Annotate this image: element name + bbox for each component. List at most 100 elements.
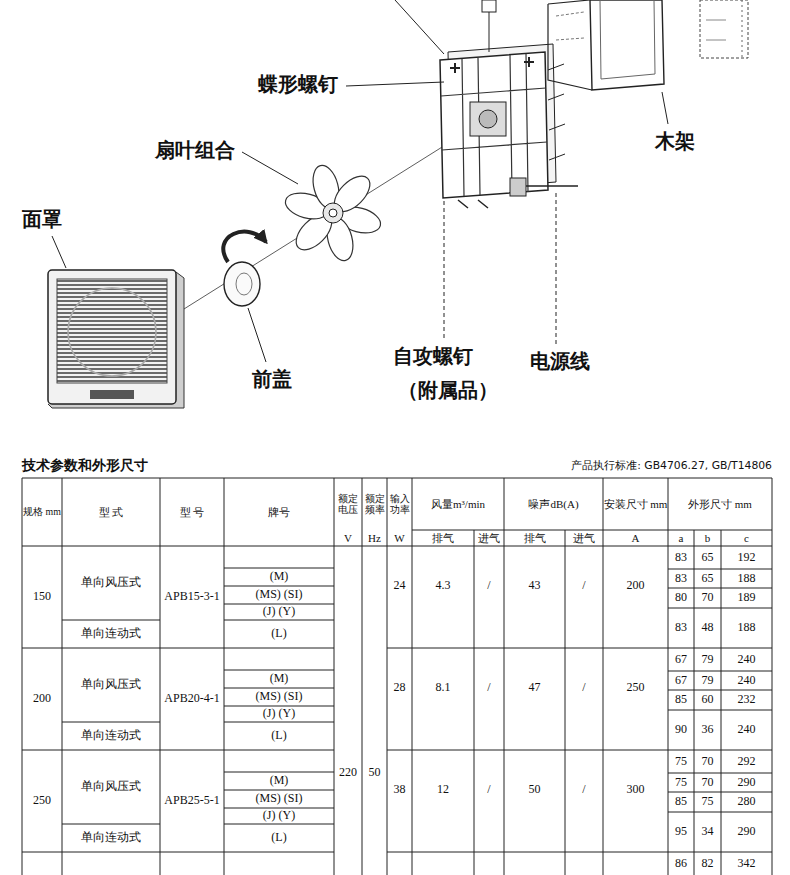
wooden-frame: [548, 0, 664, 90]
table-cell: 83: [668, 608, 694, 648]
label-text: Hz: [368, 532, 381, 545]
label-text: 240: [738, 723, 756, 737]
label-text: APB25-5-1: [164, 794, 219, 808]
label-text: 单向连动式: [81, 729, 141, 743]
label-text: /: [487, 579, 490, 593]
label-text: (M): [270, 570, 289, 584]
label-text: 67: [675, 674, 687, 688]
part-label: 蝶形螺钉: [258, 71, 338, 97]
wooden-frame: [590, 0, 664, 90]
leader-line: [242, 152, 298, 184]
label-text: 自攻螺钉: [393, 344, 473, 368]
table-cell: 单向连动式: [62, 722, 160, 750]
label-text: 70: [702, 776, 714, 790]
label-text: 83: [675, 572, 687, 586]
fan-blade: [328, 170, 376, 218]
table-cell: 290: [721, 773, 772, 792]
table-cell: 38: [387, 750, 412, 830]
table-cell: 43: [504, 546, 565, 626]
table-cell: (M): [224, 772, 334, 790]
table-cell: 188: [721, 608, 772, 648]
label-text: 12: [437, 783, 449, 797]
label-text: 240: [738, 674, 756, 688]
leader-line: [52, 0, 668, 362]
label-text: 输入功率: [387, 493, 412, 516]
label-text: (J) (Y): [263, 605, 295, 619]
table-cell: (J) (Y): [224, 808, 334, 824]
table-cell: 47: [504, 648, 565, 728]
table-cell: APB25-5-1: [160, 750, 224, 852]
wall-panel: [700, 0, 748, 58]
grille: [48, 270, 184, 408]
motor-frame: [458, 200, 488, 208]
header-cell: 噪声dB(A): [504, 478, 603, 530]
table-cell: 240: [721, 710, 772, 750]
table-cell: /: [474, 648, 504, 728]
table-cell: 79: [694, 671, 721, 690]
label-text: APB15-3-1: [164, 590, 219, 604]
table-cell: /: [565, 648, 603, 728]
leader-line: [444, 200, 445, 338]
label-text: 290: [738, 776, 756, 790]
label-text: /: [582, 783, 585, 797]
table-cell: 24: [387, 546, 412, 626]
label-text: 电源线: [530, 349, 590, 373]
label-text: 79: [702, 653, 714, 667]
wall-panel: [742, 0, 743, 58]
label-text: /: [487, 681, 490, 695]
title-text: 技术参数和外形尺寸: [22, 457, 148, 473]
leader-line: [556, 190, 557, 344]
label-text: 83: [675, 551, 687, 565]
motor-frame: [450, 57, 534, 73]
table-cell: 85: [668, 792, 694, 812]
table-cell: 单向风压式: [62, 546, 160, 620]
label-text: 300: [627, 783, 645, 797]
header-cell: Hz: [362, 530, 387, 546]
table-cell: (MS) (SI): [224, 688, 334, 706]
label-text: 额定电压: [334, 493, 362, 516]
table-grid: [22, 478, 772, 875]
table-cell: (L): [224, 824, 334, 852]
label-text: 牌号: [268, 506, 290, 519]
table-cell: 60: [694, 690, 721, 710]
table-cell: 200: [603, 546, 668, 626]
label-text: 200: [33, 692, 51, 706]
label-text: 47: [529, 681, 541, 695]
label-text: 150: [33, 590, 51, 604]
label-text: 4.3: [436, 579, 451, 593]
label-text: 24: [394, 579, 406, 593]
table-cell: 75: [668, 773, 694, 792]
label-text: 85: [675, 693, 687, 707]
label-text: c: [744, 532, 749, 545]
front-cover: [224, 262, 260, 306]
part-label: 面罩: [22, 206, 62, 232]
motor-frame: [441, 54, 547, 196]
table-cell: 48: [694, 608, 721, 648]
label-text: V: [344, 532, 352, 545]
table-cell: 189: [721, 588, 772, 608]
label-text: 250: [33, 794, 51, 808]
label-text: 28: [394, 681, 406, 695]
table-cell: (M): [224, 670, 334, 688]
motor-frame: [440, 44, 578, 208]
table-cell: 95: [668, 812, 694, 852]
header-cell: b: [694, 530, 721, 546]
label-text: 240: [738, 653, 756, 667]
label-text: 额定频率: [362, 493, 387, 516]
table-cell: 75: [694, 792, 721, 812]
table-cell: 342: [721, 852, 772, 875]
table-cell: 250: [22, 750, 62, 852]
table-cell: 34: [694, 812, 721, 852]
wall-panel: [700, 0, 748, 58]
label-text: 85: [675, 795, 687, 809]
label-text: /: [582, 681, 585, 695]
table-cell: 79: [694, 648, 721, 671]
label-text: (L): [271, 627, 286, 641]
header-cell: 额定频率: [362, 478, 387, 530]
label-text: 342: [738, 857, 756, 871]
label-text: 单向风压式: [81, 678, 141, 692]
label-text: 75: [675, 776, 687, 790]
label-text: /: [487, 783, 490, 797]
leader-line: [248, 308, 266, 362]
label-text: 单向风压式: [81, 780, 141, 794]
